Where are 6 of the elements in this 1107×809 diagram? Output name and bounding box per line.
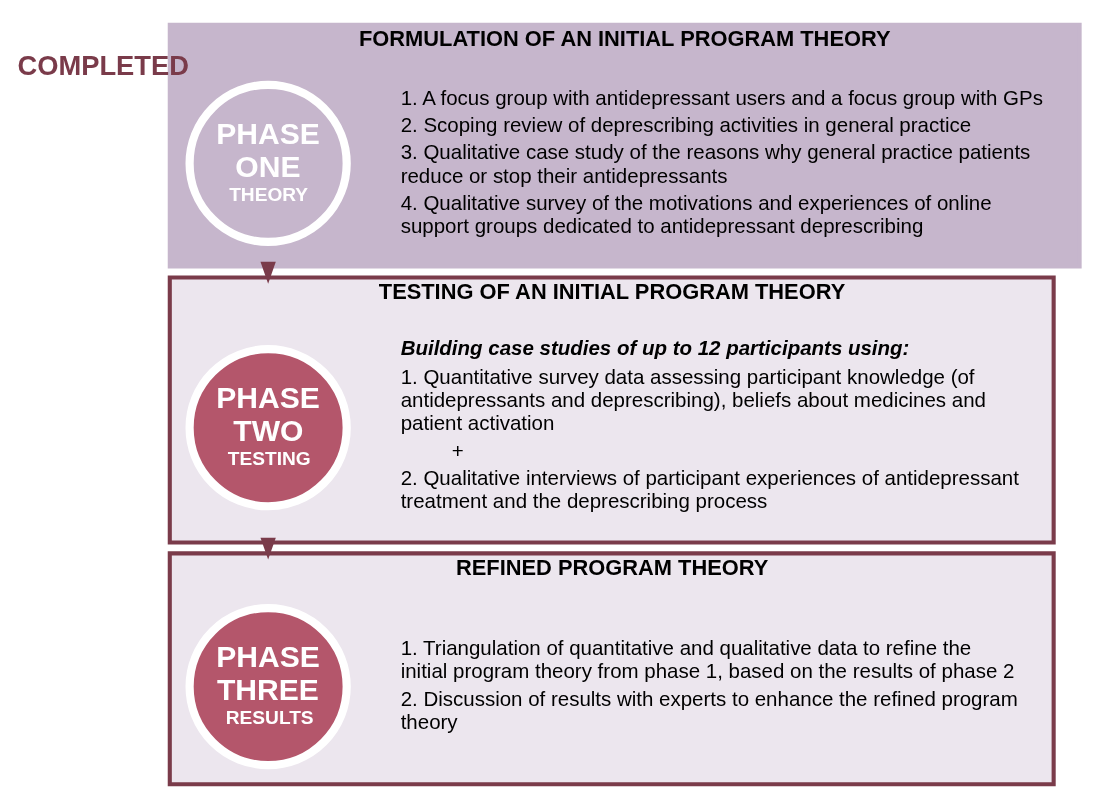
- node-circle: PHASE TWO TESTING: [185, 345, 351, 511]
- arrow: [259, 261, 276, 284]
- node-circle: PHASE THREE RESULTS: [185, 603, 351, 770]
- arrow: [259, 537, 276, 560]
- node-label: COMPLETED: [16, 50, 189, 82]
- node-circle: PHASE ONE THEORY: [185, 80, 351, 247]
